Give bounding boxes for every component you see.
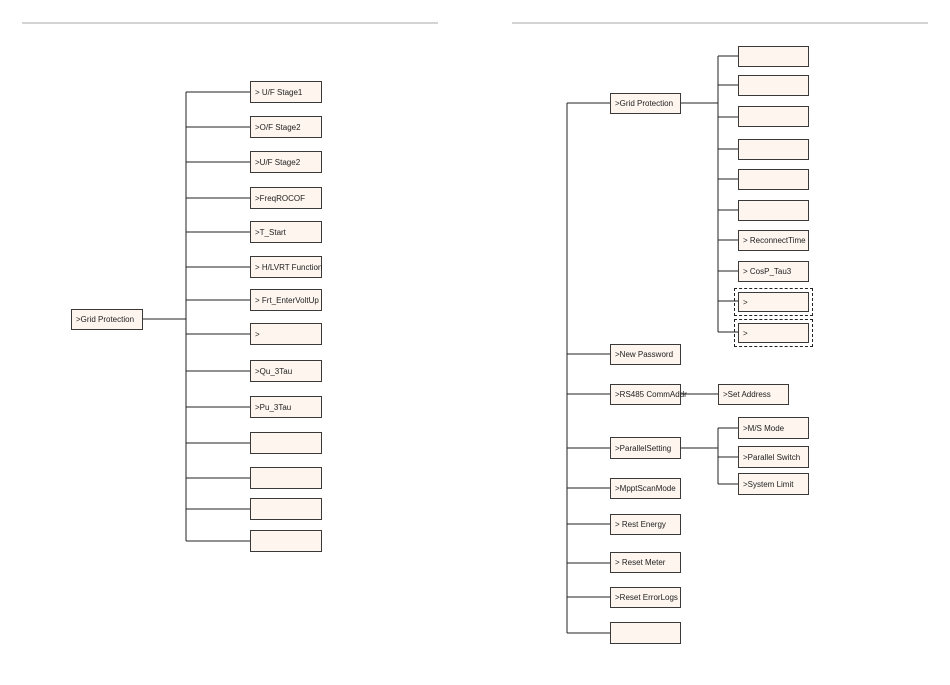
gp-child-arrow-2[interactable]: > bbox=[738, 323, 809, 343]
left-item-empty-3[interactable] bbox=[250, 498, 322, 520]
gp-child-reconnect-time[interactable]: > ReconnectTime bbox=[738, 230, 809, 251]
left-item-empty-2[interactable] bbox=[250, 467, 322, 489]
left-root-grid-protection[interactable]: >Grid Protection bbox=[71, 309, 143, 330]
left-item-hlvrt-function[interactable]: > H/LVRT Function bbox=[250, 256, 322, 278]
parallel-child-system-limit[interactable]: >System Limit bbox=[738, 473, 809, 495]
left-item-pu-3tau[interactable]: >Pu_3Tau bbox=[250, 396, 322, 418]
right-item-new-password[interactable]: >New Password bbox=[610, 344, 681, 365]
top-rule-left bbox=[22, 22, 438, 24]
rs485-child-set-address[interactable]: >Set Address bbox=[718, 384, 789, 405]
left-item-blank-arrow[interactable]: > bbox=[250, 323, 322, 345]
left-item-freq-rocof[interactable]: >FreqROCOF bbox=[250, 187, 322, 209]
gp-child-empty-5[interactable] bbox=[738, 169, 809, 190]
right-item-reset-meter[interactable]: > Reset Meter bbox=[610, 552, 681, 573]
right-item-parallel-setting[interactable]: >ParallelSetting bbox=[610, 437, 681, 459]
gp-child-cosp-tau3[interactable]: > CosP_Tau3 bbox=[738, 261, 809, 282]
left-item-uf-stage1[interactable]: > U/F Stage1 bbox=[250, 81, 322, 103]
right-item-mppt-scan-mode[interactable]: >MpptScanMode bbox=[610, 478, 681, 499]
gp-dashed-frame-2 bbox=[734, 319, 813, 347]
left-item-qu-3tau[interactable]: >Qu_3Tau bbox=[250, 360, 322, 382]
right-item-rest-energy[interactable]: > Rest Energy bbox=[610, 514, 681, 535]
right-item-rs485-commaddr[interactable]: >RS485 CommAddr bbox=[610, 384, 687, 405]
gp-child-empty-1[interactable] bbox=[738, 46, 809, 67]
left-item-of-stage2[interactable]: >O/F Stage2 bbox=[250, 116, 322, 138]
right-item-reset-errorlogs[interactable]: >Reset ErrorLogs bbox=[610, 587, 681, 608]
gp-child-empty-6[interactable] bbox=[738, 200, 809, 221]
left-item-t-start[interactable]: >T_Start bbox=[250, 221, 322, 243]
left-item-empty-4[interactable] bbox=[250, 530, 322, 552]
right-item-grid-protection[interactable]: >Grid Protection bbox=[610, 93, 681, 114]
top-rule-right bbox=[512, 22, 928, 24]
parallel-child-parallel-switch[interactable]: >Parallel Switch bbox=[738, 446, 809, 468]
parallel-child-ms-mode[interactable]: >M/S Mode bbox=[738, 417, 809, 439]
left-item-empty-1[interactable] bbox=[250, 432, 322, 454]
left-item-uf-stage2[interactable]: >U/F Stage2 bbox=[250, 151, 322, 173]
gp-child-empty-4[interactable] bbox=[738, 139, 809, 160]
gp-child-empty-2[interactable] bbox=[738, 75, 809, 96]
gp-dashed-frame-1 bbox=[734, 288, 813, 316]
gp-child-arrow-1[interactable]: > bbox=[738, 292, 809, 312]
left-item-frt-entervoltup[interactable]: > Frt_EnterVoltUp bbox=[250, 289, 322, 311]
right-item-empty[interactable] bbox=[610, 622, 681, 644]
gp-child-empty-3[interactable] bbox=[738, 106, 809, 127]
